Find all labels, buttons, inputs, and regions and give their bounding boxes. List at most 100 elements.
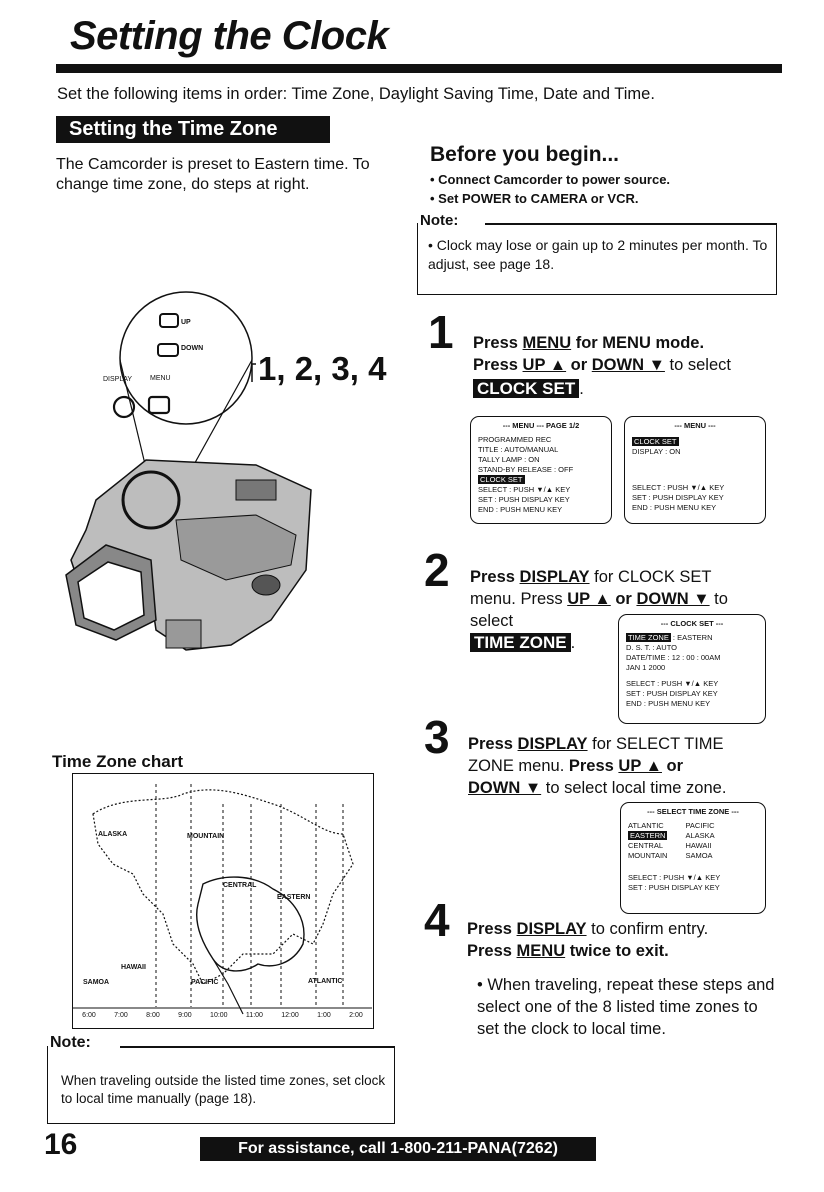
step-number: 2 [424, 544, 450, 596]
step-3-for: for SELECT TIME [587, 735, 724, 753]
screen-header: --- MENU --- [674, 421, 716, 430]
display-key: DISPLAY [517, 735, 588, 753]
screen-row: D. S. T. : AUTO [626, 643, 677, 652]
menu-screen-page1: --- MENU --- PAGE 1/2 PROGRAMMED REC TIT… [470, 416, 612, 524]
note-rule [120, 1046, 395, 1048]
note-label: Note: [420, 212, 465, 229]
period: . [579, 380, 584, 398]
time-tick: 6:00 [82, 1012, 96, 1019]
time-zone-map: ALASKA MOUNTAIN CENTRAL EASTERN HAWAII S… [72, 773, 374, 1029]
or-text: or [661, 757, 684, 775]
screen-row: STAND-BY RELEASE : OFF [478, 465, 574, 474]
display-key: DISPLAY [516, 920, 587, 938]
tz-option: CENTRAL [628, 841, 664, 850]
select-time-zone-screen: --- SELECT TIME ZONE --- ATLANTIC EASTER… [620, 802, 766, 914]
screen-row: SELECT : PUSH ▼/▲ KEY [478, 485, 571, 494]
up-key: UP ▲ [522, 356, 567, 374]
time-tick: 9:00 [178, 1012, 192, 1019]
page-number: 16 [44, 1128, 78, 1161]
screen-row: SELECT : PUSH ▼/▲ KEY [628, 873, 721, 882]
tz-option: ATLANTIC [628, 821, 664, 830]
note-box-top [417, 223, 777, 295]
screen-row: SET : PUSH DISPLAY KEY [628, 883, 720, 892]
down-label: DOWN [181, 345, 204, 352]
screen-header: --- CLOCK SET --- [660, 619, 724, 628]
screen-row: END : PUSH MENU KEY [632, 503, 717, 512]
tz-option: MOUNTAIN [628, 851, 668, 860]
down-key: DOWN ▼ [591, 356, 665, 374]
before-begin-item: • Set POWER to CAMERA or VCR. [430, 191, 639, 206]
tz-column-2: PACIFIC ALASKA HAWAII SAMOA [685, 821, 714, 861]
down-key: DOWN ▼ [468, 779, 542, 797]
time-zone-label: TIME ZONE [470, 633, 571, 652]
up-key: UP ▲ [618, 757, 662, 775]
step-1-text: Press MENU for MENU mode. Press UP ▲ or … [473, 332, 793, 400]
before-begin-item: • Connect Camcorder to power source. [430, 172, 671, 187]
step-4-press: Press [467, 920, 517, 938]
traveling-tip: • When traveling, repeat these steps and… [477, 976, 775, 1038]
up-key: UP ▲ [567, 590, 611, 608]
step-3-zone: ZONE menu. [468, 757, 569, 775]
page-title: Setting the Clock [70, 14, 389, 58]
step-2-for: for CLOCK SET [589, 568, 712, 586]
menu-key: MENU [522, 334, 572, 352]
screen-row: END : PUSH MENU KEY [626, 699, 711, 708]
region-label: SAMOA [83, 979, 110, 986]
before-begin-heading: Before you begin... [430, 143, 620, 166]
note-label: Note: [50, 1034, 97, 1052]
clock-set-label: CLOCK SET [473, 379, 580, 398]
time-zone-chart-label: Time Zone chart [52, 752, 183, 771]
map-drawing [73, 784, 372, 1015]
step-number: 4 [424, 894, 450, 946]
tz-option: SAMOA [685, 851, 713, 860]
or-text: or [610, 590, 637, 608]
tz-option: HAWAII [685, 841, 712, 850]
screen-header: --- SELECT TIME ZONE --- [647, 807, 739, 816]
step-number: 1 [428, 306, 454, 358]
screen-selected-item: CLOCK SET [632, 437, 679, 446]
tz-option: ALASKA [685, 831, 715, 840]
tz-option-selected: EASTERN [628, 831, 668, 840]
screen-row: TALLY LAMP : ON [478, 455, 540, 464]
step-1-press2: Press [473, 356, 523, 374]
region-label: ALASKA [98, 831, 128, 838]
screen-row: PROGRAMMED REC [478, 435, 552, 444]
before-begin-list: • Connect Camcorder to power source. • S… [430, 170, 670, 208]
step-4-twice: twice to exit. [565, 942, 669, 960]
screen-row: DISPLAY : ON [632, 447, 681, 456]
step-number: 3 [424, 711, 450, 763]
region-label: PACIFIC [191, 979, 219, 986]
up-label: UP [181, 319, 191, 326]
time-tick: 1:00 [317, 1012, 331, 1019]
time-tick: 8:00 [146, 1012, 160, 1019]
time-tick: 12:00 [281, 1012, 299, 1019]
note-rule [485, 223, 777, 225]
region-label: EASTERN [277, 894, 311, 901]
down-key: DOWN ▼ [636, 590, 710, 608]
display-key: DISPLAY [519, 568, 590, 586]
to-text: to [709, 590, 728, 608]
tz-column-1: ATLANTIC EASTERN CENTRAL MOUNTAIN [628, 821, 667, 861]
section-header: Setting the Time Zone [56, 116, 330, 143]
step-2-press: Press [470, 568, 520, 586]
assistance-footer: For assistance, call 1-800-211-PANA(7262… [200, 1137, 596, 1161]
region-label: ATLANTIC [308, 978, 343, 985]
step-1-press: Press [473, 334, 523, 352]
preset-paragraph: The Camcorder is preset to Eastern time.… [56, 156, 370, 193]
screen-row: DATE/TIME : 12 : 00 : 00AM [626, 653, 721, 662]
step-3-text: Press DISPLAY for SELECT TIME ZONE menu.… [468, 733, 788, 799]
or-text: or [566, 356, 592, 374]
screen-tz-value: : EASTERN [670, 633, 713, 642]
time-tick: 11:00 [245, 1012, 263, 1019]
screen-row: SELECT : PUSH ▼/▲ KEY [626, 679, 719, 688]
step-2-menu-press: menu. Press [470, 590, 568, 608]
step-1-menu-mode: for MENU mode. [571, 334, 705, 352]
screen-selected-item: TIME ZONE [626, 633, 671, 642]
time-scale: 6:00 7:00 8:00 9:00 10:00 11:00 12:00 1:… [73, 1012, 372, 1019]
note-box-bottom [47, 1046, 395, 1124]
region-label: MOUNTAIN [187, 833, 225, 840]
select-text: select [470, 612, 514, 630]
step-4-confirm: to confirm entry. [586, 920, 709, 938]
time-tick: 10:00 [210, 1012, 228, 1019]
time-tick: 7:00 [114, 1012, 128, 1019]
